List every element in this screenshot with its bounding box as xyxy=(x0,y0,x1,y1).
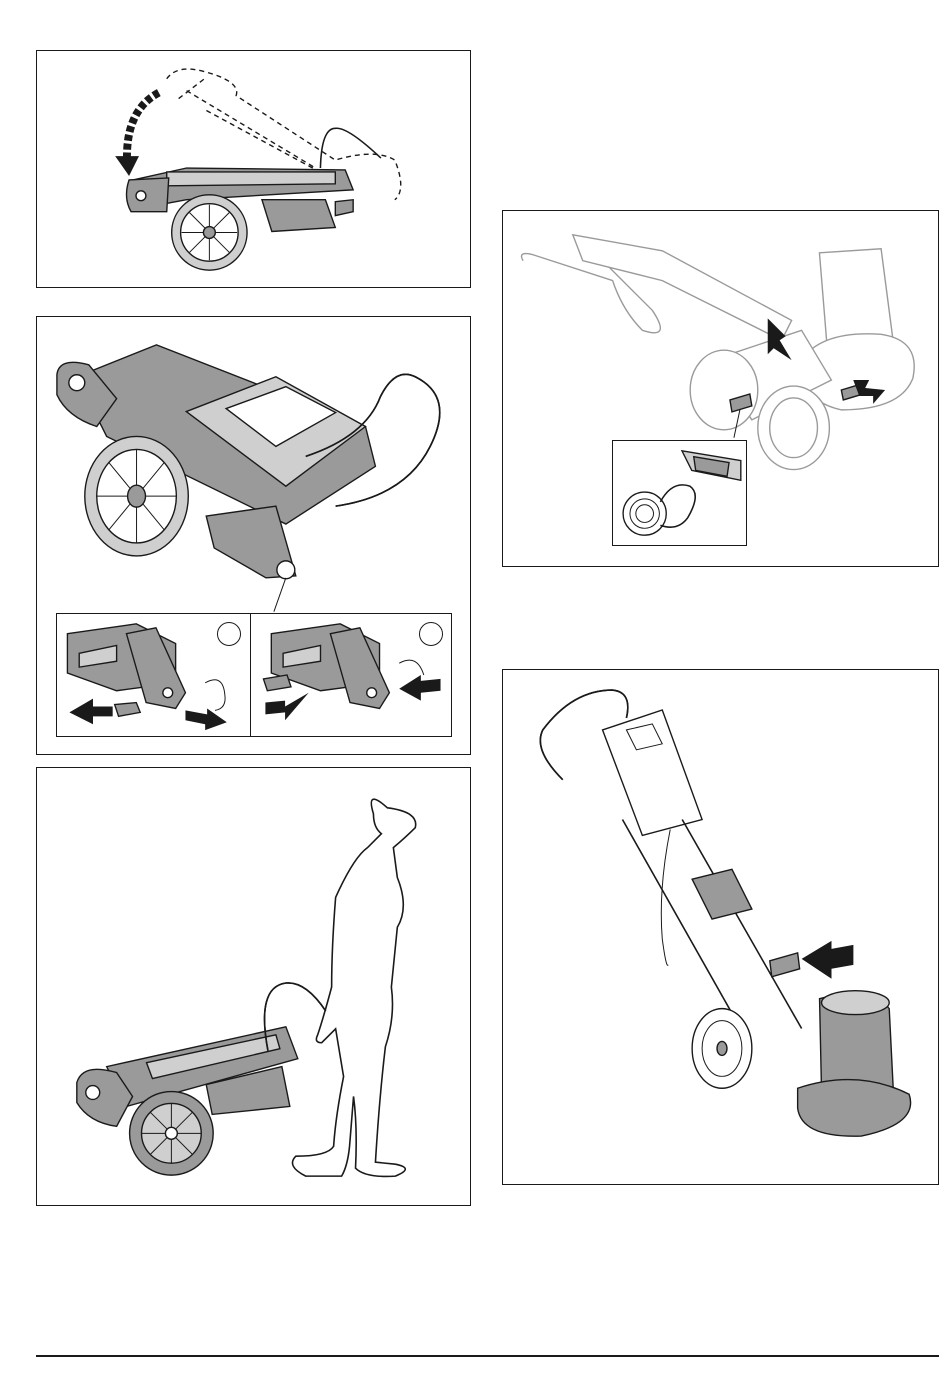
figure-carrying-operator xyxy=(36,767,471,1206)
step-callout-b xyxy=(419,622,443,646)
operator-silhouette-icon xyxy=(37,768,470,1205)
detail-pin-insertion xyxy=(250,613,452,737)
detail-strap-roll xyxy=(612,440,747,546)
figure-tilted-machine xyxy=(502,669,939,1185)
arrow-icon xyxy=(503,670,938,1184)
strap-roll-icon xyxy=(613,441,746,545)
step-callout-a xyxy=(217,622,241,646)
detail-pin-removal xyxy=(56,613,251,737)
footer-rule xyxy=(36,1355,939,1357)
figure-strap-attachment xyxy=(502,210,939,567)
folded-machine-icon xyxy=(37,51,470,287)
figure-fold-handle xyxy=(36,50,471,288)
figure-folded-machine xyxy=(36,316,471,755)
